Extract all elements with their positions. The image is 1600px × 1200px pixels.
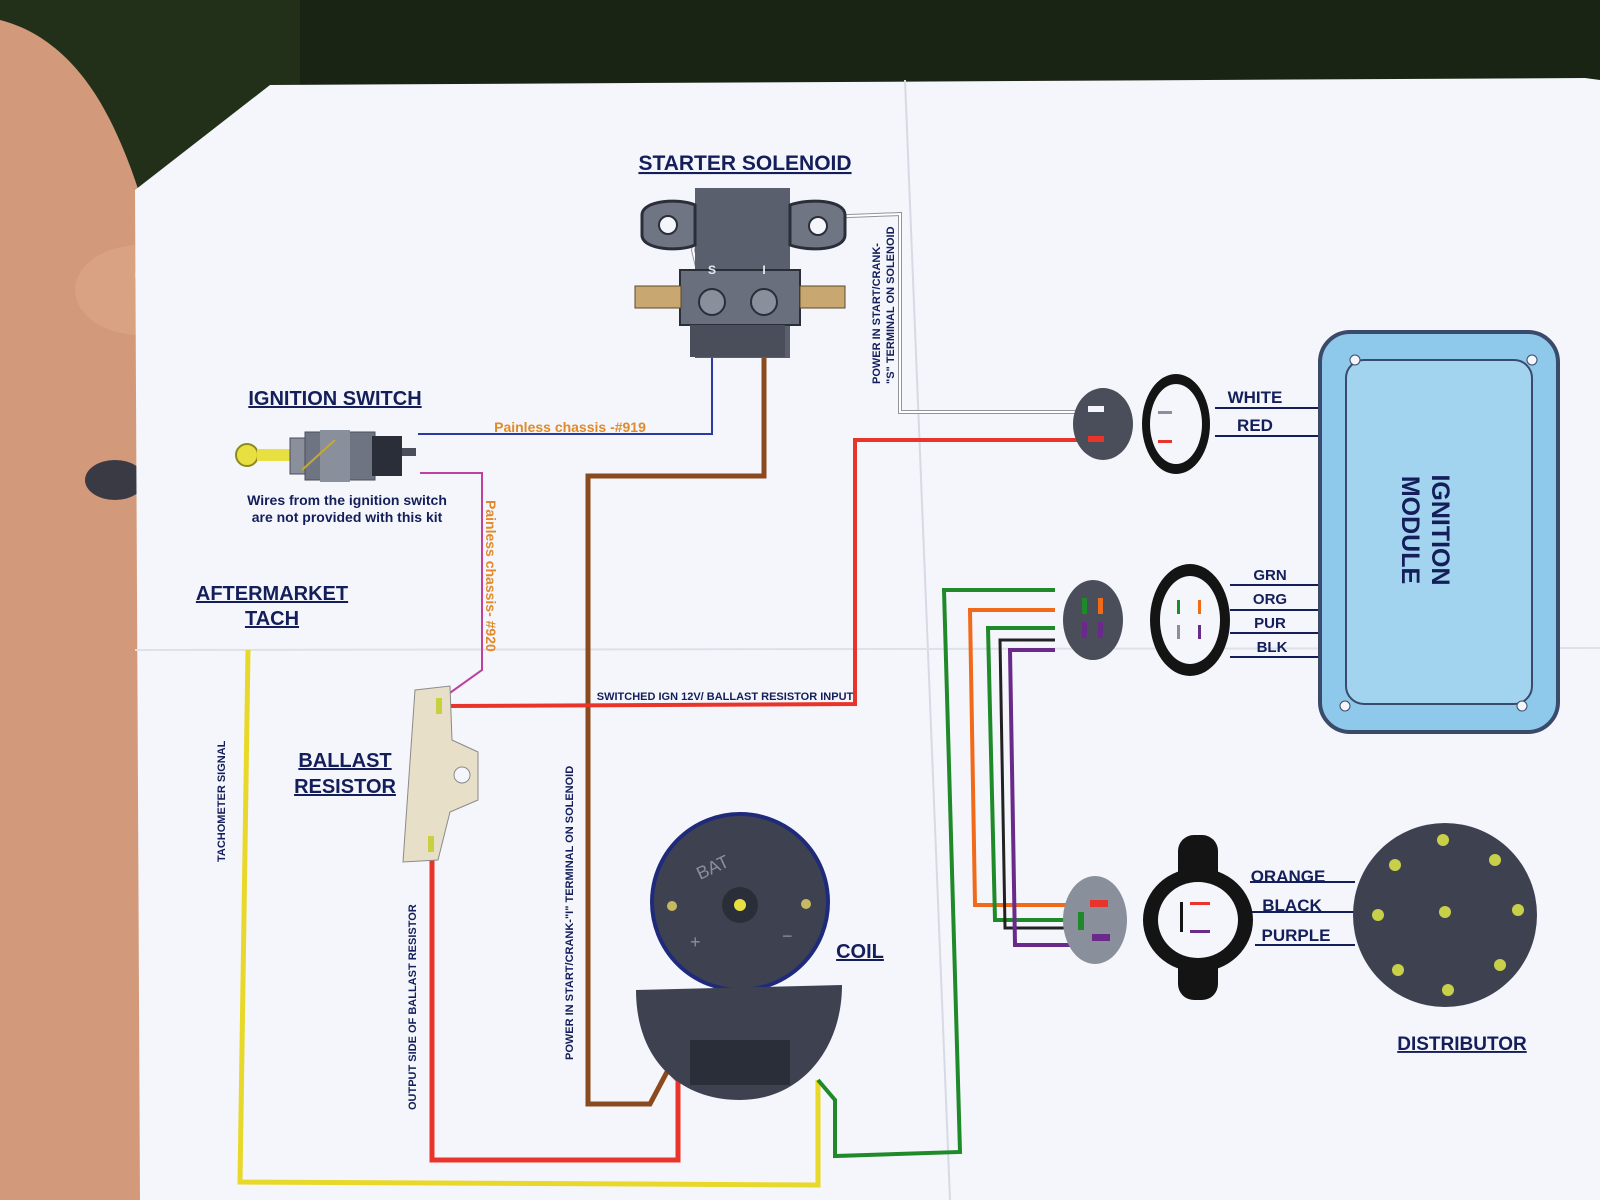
- title-aftermarket-tach-1: AFTERMARKET: [196, 583, 348, 605]
- coil-plus-label: +: [690, 932, 701, 952]
- connector-mid-socket: [1150, 564, 1230, 676]
- label-painless-920: Painless chassis- #920: [483, 500, 499, 652]
- wire-red-switched-ign: [445, 438, 1078, 708]
- title-ignition-module-2: MODULE: [1396, 476, 1424, 584]
- distributor-cap: [1353, 823, 1537, 1007]
- ignition-coil: [636, 812, 842, 1100]
- label-switched-ign: SWITCHED IGN 12V/ BALLAST RESISTOR INPUT: [597, 691, 854, 703]
- connector-top-plug: [1073, 388, 1133, 460]
- label-power-s-1: POWER IN START/CRANK-: [871, 243, 883, 384]
- solenoid-terminal-s: S: [708, 263, 716, 277]
- dist-wire-purple: PURPLE: [1262, 926, 1331, 945]
- module-wire-pur: PUR: [1254, 615, 1286, 632]
- coil-minus-label: −: [782, 926, 793, 946]
- ballast-resistor: [402, 685, 479, 863]
- title-aftermarket-tach-2: TACH: [245, 608, 299, 630]
- wire-purple: [1007, 648, 1080, 947]
- wire-orange: [967, 608, 1080, 907]
- wire-green-dist: [985, 626, 1080, 922]
- module-wire-grn: GRN: [1253, 567, 1286, 584]
- label-tach-signal: TACHOMETER SIGNAL: [216, 740, 228, 862]
- title-ignition-switch: IGNITION SWITCH: [248, 388, 421, 410]
- dist-wire-black: BLACK: [1262, 896, 1322, 915]
- module-wire-red: RED: [1237, 416, 1273, 435]
- label-painless-919: Painless chassis -#919: [494, 419, 646, 435]
- module-wire-blk: BLK: [1257, 639, 1288, 656]
- ignition-module: [1318, 330, 1560, 734]
- wire-painless-920: [420, 472, 483, 701]
- title-coil: COIL: [836, 941, 884, 963]
- title-ballast-2: RESISTOR: [294, 776, 396, 798]
- wire-black: [998, 638, 1080, 930]
- starter-solenoid: S I: [634, 188, 847, 358]
- ignition-note-line2: are not provided with this kit: [252, 509, 443, 525]
- connector-mid-plug: [1063, 580, 1123, 660]
- connector-top-socket: [1142, 374, 1210, 474]
- ignition-switch: [235, 430, 416, 482]
- connector-bottom-plug: [1063, 876, 1127, 964]
- paper-fold-vertical: [904, 79, 951, 1200]
- module-wire-org: ORG: [1253, 591, 1287, 608]
- label-power-i: POWER IN START/CRANK-"I" TERMINAL ON SOL…: [564, 766, 576, 1060]
- title-distributor: DISTRIBUTOR: [1397, 1034, 1527, 1055]
- solenoid-terminal-i: I: [762, 263, 765, 277]
- connector-bottom-socket: [1143, 835, 1253, 1000]
- wire-yellow-tach: [237, 649, 821, 1188]
- module-top-lines: [1215, 407, 1355, 946]
- title-ballast-1: BALLAST: [298, 750, 391, 772]
- label-power-s-2: "S" TERMINAL ON SOLENOID: [885, 226, 897, 384]
- label-output-ballast: OUTPUT SIDE OF BALLAST RESISTOR: [407, 904, 419, 1110]
- title-ignition-module-1: IGNITION: [1426, 474, 1454, 585]
- module-wire-white: WHITE: [1228, 388, 1283, 407]
- title-starter-solenoid: STARTER SOLENOID: [638, 152, 851, 175]
- wire-green-coil: [816, 588, 1055, 1159]
- wire-brown-i-terminal: [585, 308, 767, 1107]
- ring-icon: [85, 460, 145, 500]
- dist-wire-orange: ORANGE: [1251, 867, 1326, 886]
- ignition-note-line1: Wires from the ignition switch: [247, 492, 447, 508]
